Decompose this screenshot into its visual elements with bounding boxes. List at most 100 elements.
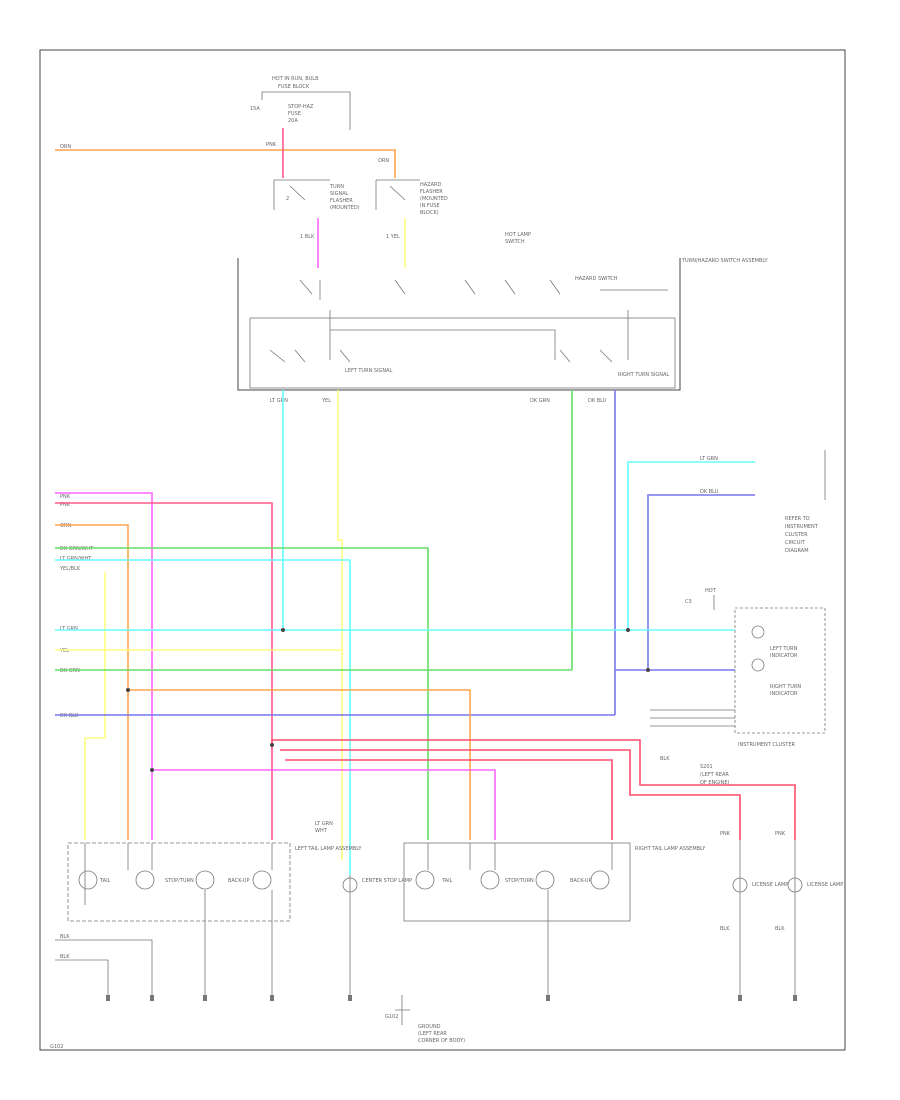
grounds: BLK BLK G102 GROUND (LEFT REAR CORNER OF… [55, 934, 797, 1044]
svg-text:YEL/BLK: YEL/BLK [59, 566, 81, 572]
wire-blue-cluster [647, 494, 755, 670]
svg-text:(MOUNTED: (MOUNTED [420, 196, 448, 202]
license-lamps: LICENSE LAMP LICENSE LAMP PNK PNK BLK BL… [720, 831, 843, 1000]
wire-yellow-left [84, 572, 106, 840]
fuse-block-title: HOT IN RUN, BULB [272, 76, 319, 82]
svg-text:DK GRN: DK GRN [60, 668, 80, 674]
svg-text:CIRCUIT: CIRCUIT [785, 540, 806, 546]
svg-text:STOP-HAZ: STOP-HAZ [288, 104, 314, 110]
bus-magenta [152, 769, 496, 840]
svg-text:1 YEL: 1 YEL [386, 234, 400, 240]
bus-red-3 [285, 759, 613, 840]
instrument-cluster: LEFT TURN INDICATOR RIGHT TURN INDICATOR… [650, 588, 826, 786]
svg-text:LT GRN: LT GRN [60, 626, 78, 632]
wire-cyan2-left [55, 559, 351, 875]
svg-text:INSTRUMENT: INSTRUMENT [785, 524, 819, 530]
license-lamp-right-label: LICENSE LAMP [807, 882, 843, 888]
svg-text:TAIL: TAIL [441, 878, 453, 884]
fuse-block: HOT IN RUN, BULB FUSE BLOCK 15A STOP-HAZ… [250, 76, 351, 130]
svg-text:YEL: YEL [321, 398, 331, 404]
instrument-cluster-label: INSTRUMENT CLUSTER [738, 742, 796, 748]
footer-code: G102 [50, 1044, 63, 1050]
svg-text:BLK: BLK [720, 926, 730, 932]
svg-text:LT GRN: LT GRN [315, 821, 333, 827]
turn-hazard-switch-assembly: TURN/HAZARD SWITCH ASSEMBLY HAZARD SWITC… [237, 258, 769, 391]
svg-text:S201: S201 [700, 764, 713, 770]
svg-text:(LEFT REAR: (LEFT REAR [418, 1031, 447, 1037]
svg-text:HAZARD: HAZARD [420, 182, 442, 188]
svg-text:BLK: BLK [60, 954, 70, 960]
svg-text:BACK-UP: BACK-UP [228, 878, 250, 884]
bus-red-2 [280, 749, 741, 840]
svg-text:ORN: ORN [378, 158, 389, 164]
hazard-switch-label: HAZARD SWITCH [575, 276, 618, 282]
svg-text:20A: 20A [288, 118, 298, 124]
wire-green-left [55, 547, 429, 840]
svg-text:IN FUSE: IN FUSE [420, 203, 440, 209]
license-lamp-left-label: LICENSE LAMP [752, 882, 788, 888]
left-tail-label: LEFT TAIL LAMP ASSEMBLY [295, 846, 362, 852]
svg-text:DK GRN: DK GRN [530, 398, 550, 404]
svg-text:2: 2 [286, 196, 289, 202]
svg-text:YEL: YEL [59, 648, 69, 654]
wire-orange-top [55, 149, 396, 178]
svg-text:LT GRN: LT GRN [700, 456, 718, 462]
ground-label: GROUND [418, 1024, 441, 1030]
stoplamp-switch: TURN SIGNAL FLASHER (MOUNTED) 2 [273, 179, 360, 211]
svg-text:C3: C3 [685, 599, 692, 605]
wire-pink-left [55, 502, 273, 840]
svg-text:PNK: PNK [720, 831, 731, 837]
svg-text:FLASHER: FLASHER [330, 198, 353, 204]
wire-magenta-left [55, 492, 153, 840]
left-turn-label: LEFT TURN SIGNAL [345, 368, 393, 374]
svg-text:FLASHER: FLASHER [420, 189, 443, 195]
svg-text:ORN: ORN [60, 523, 71, 529]
wire-yellow-main [337, 390, 343, 860]
svg-text:PNK: PNK [266, 142, 277, 148]
svg-text:DK BLU: DK BLU [60, 713, 79, 719]
svg-text:DK BLU: DK BLU [700, 489, 719, 495]
svg-text:CORNER OF BODY): CORNER OF BODY) [418, 1038, 465, 1044]
bus-orange [128, 689, 471, 840]
svg-text:STOP/TURN: STOP/TURN [165, 878, 194, 884]
svg-text:WHT: WHT [315, 828, 328, 834]
diagram-frame [39, 49, 846, 1051]
svg-text:BACK-UP: BACK-UP [570, 878, 592, 884]
svg-text:SIGNAL: SIGNAL [330, 191, 349, 197]
svg-text:PNK: PNK [60, 502, 71, 508]
svg-text:TAIL: TAIL [99, 878, 111, 884]
svg-text:15A: 15A [250, 106, 260, 112]
svg-text:BLOCK): BLOCK) [420, 210, 439, 216]
switch-assembly-title: TURN/HAZARD SWITCH ASSEMBLY [681, 258, 769, 264]
svg-text:LT GRN/WHT: LT GRN/WHT [60, 556, 92, 562]
svg-text:PNK: PNK [775, 831, 786, 837]
svg-text:BLK: BLK [60, 934, 70, 940]
hazard-flasher: HAZARD FLASHER (MOUNTED IN FUSE BLOCK) [375, 179, 448, 216]
svg-text:FUSE: FUSE [288, 111, 301, 117]
svg-text:HOT: HOT [705, 588, 717, 594]
fuse-block-sub: FUSE BLOCK [278, 84, 310, 90]
svg-text:TURN: TURN [329, 184, 344, 190]
svg-text:REFER TO: REFER TO [785, 516, 810, 522]
svg-text:SWITCH: SWITCH [505, 239, 525, 245]
svg-text:DK GRN/WHT: DK GRN/WHT [60, 546, 94, 552]
svg-text:DIAGRAM: DIAGRAM [785, 548, 809, 554]
wire-cyan-cluster [627, 461, 755, 630]
svg-text:(LEFT REAR: (LEFT REAR [700, 772, 729, 778]
right-tail-label: RIGHT TAIL LAMP ASSEMBLY [635, 846, 706, 852]
svg-text:LEFT TURN: LEFT TURN [770, 646, 798, 652]
svg-text:G102: G102 [385, 1014, 398, 1020]
svg-text:BLK: BLK [775, 926, 785, 932]
right-tail-lamp-assembly: TAIL STOP/TURN BACK-UP RIGHT TAIL LAMP A… [403, 842, 706, 1000]
svg-text:PNK: PNK [60, 494, 71, 500]
svg-text:OF ENGINE): OF ENGINE) [700, 780, 730, 786]
center-stop-lamp: LT GRN WHT CENTER STOP LAMP [315, 821, 412, 1000]
bus-red-1 [271, 739, 796, 840]
junctions [126, 628, 650, 772]
right-turn-label: RIGHT TURN SIGNAL [618, 372, 669, 378]
svg-text:INDICATOR: INDICATOR [770, 653, 798, 659]
svg-text:CLUSTER: CLUSTER [785, 532, 808, 538]
left-tail-lamp-assembly: TAIL STOP/TURN BACK-UP LEFT TAIL LAMP AS… [67, 842, 362, 1000]
svg-text:HOT LAMP: HOT LAMP [505, 232, 531, 238]
